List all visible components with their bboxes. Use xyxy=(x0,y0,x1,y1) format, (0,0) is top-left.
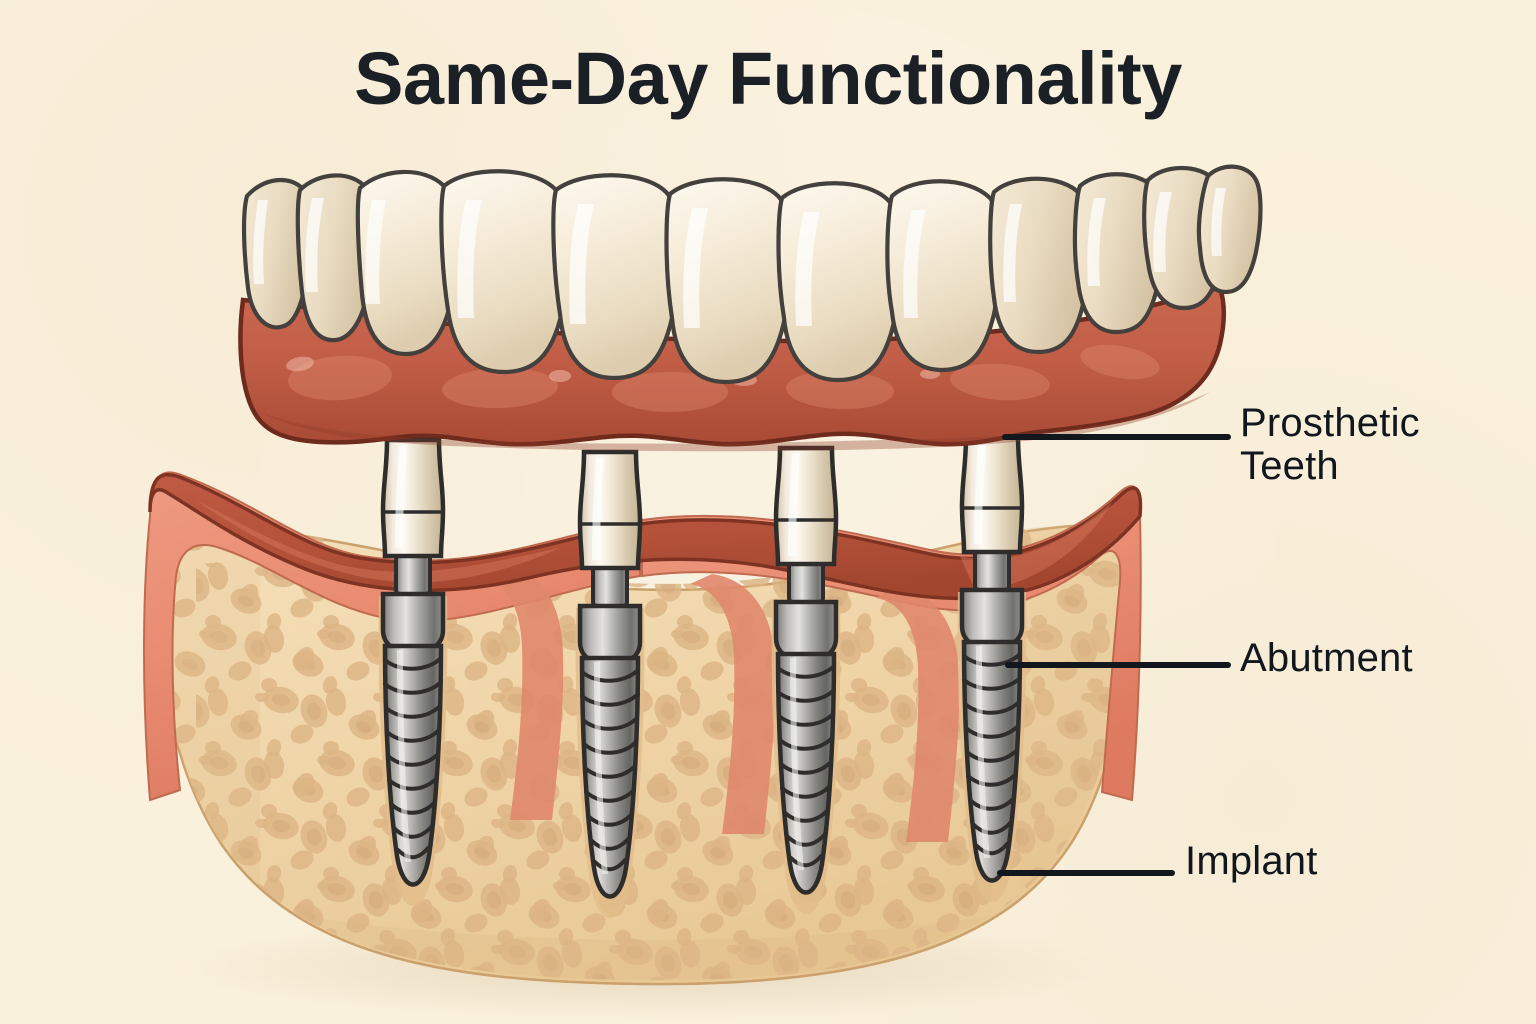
label-prosthetic-teeth: Prosthetic Teeth xyxy=(1240,401,1420,488)
abutment-1 xyxy=(380,437,446,559)
implant-3 xyxy=(771,556,841,914)
abutment-2 xyxy=(577,449,643,571)
abutments-group xyxy=(380,433,1025,571)
implant-1 xyxy=(378,548,448,906)
implant-4 xyxy=(957,544,1027,902)
abutment-3 xyxy=(773,445,839,567)
implants-group xyxy=(378,544,1027,918)
label-implant: Implant xyxy=(1185,839,1318,883)
tooth-12 xyxy=(1196,164,1263,295)
implant-2 xyxy=(575,560,645,918)
page-title: Same-Day Functionality xyxy=(354,37,1182,120)
callout-leader-lines xyxy=(997,434,1231,876)
gingiva-interdental-ridges xyxy=(476,562,960,842)
label-abutment: Abutment xyxy=(1240,636,1413,680)
tooth-highlights xyxy=(253,188,1226,328)
abutment-4 xyxy=(959,433,1025,555)
